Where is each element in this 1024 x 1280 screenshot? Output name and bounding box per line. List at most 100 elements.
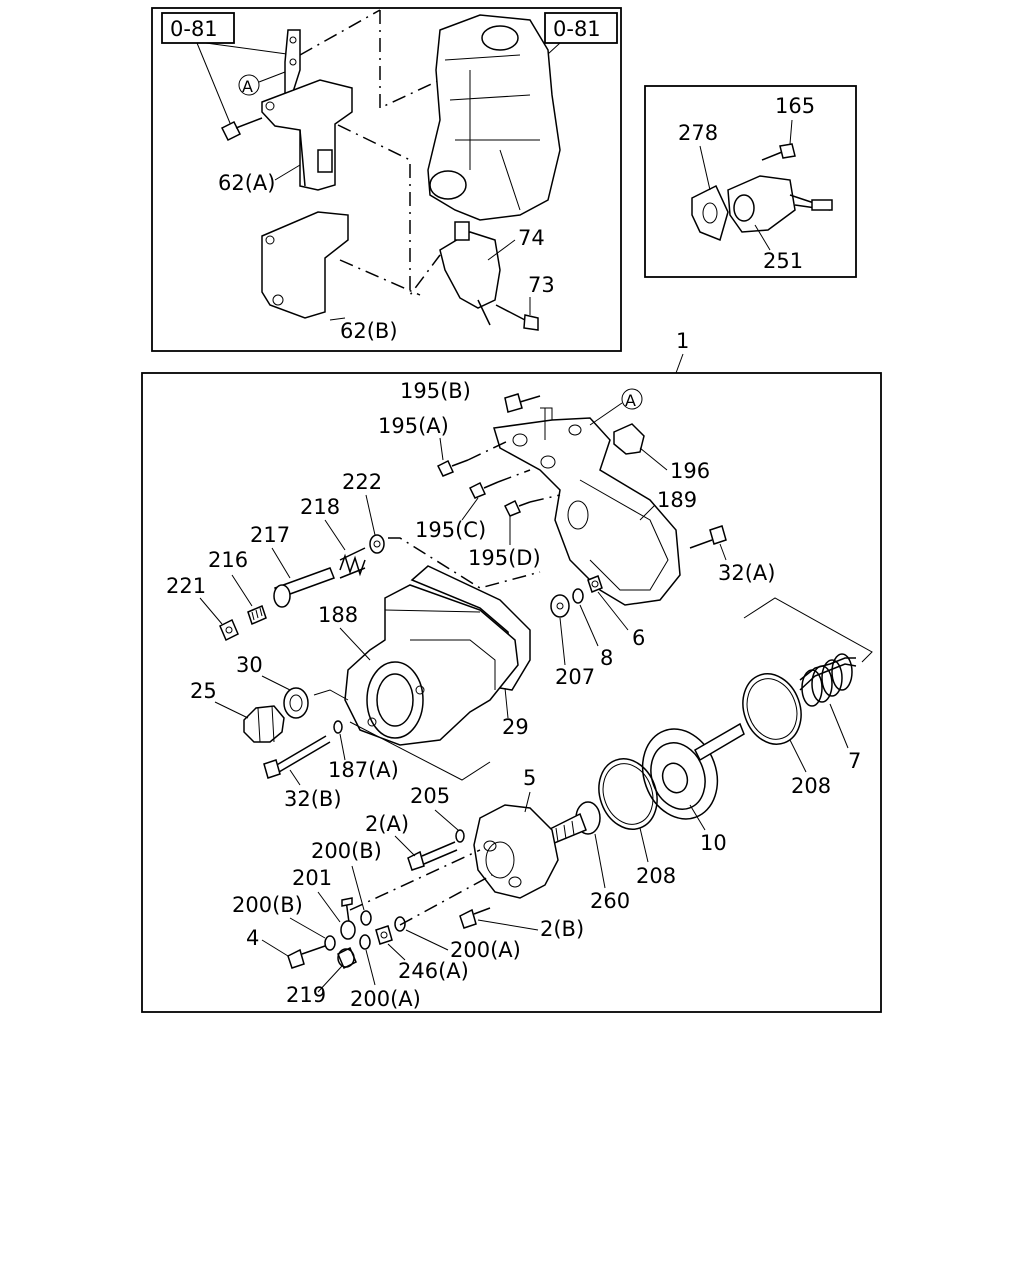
label-2a: 2(A)	[365, 812, 409, 836]
bracket-189	[493, 417, 681, 606]
cap-219	[337, 946, 357, 970]
label-208a: 208	[791, 774, 831, 798]
washer-200a-upper	[394, 916, 406, 932]
nut-221	[219, 618, 239, 642]
ring-205	[455, 829, 465, 843]
gasket-29	[410, 565, 531, 691]
bracket-plate-top	[284, 29, 301, 96]
oring-196	[613, 423, 645, 455]
bolt-165	[761, 143, 796, 161]
label-201: 201	[292, 866, 332, 890]
bracket-62b	[261, 211, 349, 319]
label-25: 25	[190, 679, 217, 703]
bolt-195b	[504, 393, 541, 413]
label-246a: 246(A)	[398, 959, 469, 983]
diaphragm-10	[641, 722, 745, 820]
label-62a: 62(A)	[218, 171, 275, 195]
inset-top-right-frame	[644, 85, 857, 278]
label-216: 216	[208, 548, 248, 572]
label-200a-2: 200(A)	[350, 987, 421, 1011]
svg-text:A: A	[242, 77, 253, 96]
label-10: 10	[700, 831, 727, 855]
oring-208-right	[742, 673, 802, 745]
washer-8	[572, 588, 584, 604]
bolt-2a	[407, 841, 458, 871]
ref-box-left: 0-81	[161, 12, 235, 44]
label-187a: 187(A)	[328, 758, 399, 782]
label-6: 6	[632, 626, 645, 650]
label-221: 221	[166, 574, 206, 598]
oring-208-middle	[598, 758, 658, 830]
ref-label-right: 0-81	[553, 17, 601, 41]
label-74: 74	[518, 226, 545, 250]
valve-201	[340, 897, 356, 940]
label-29: 29	[502, 715, 529, 739]
bolt-left	[220, 117, 263, 142]
washer-200b-lower	[324, 935, 336, 951]
label-4: 4	[246, 926, 259, 950]
label-208b: 208	[636, 864, 676, 888]
svg-text:A: A	[625, 391, 636, 410]
washer-200b-upper	[360, 910, 372, 926]
spring-218	[339, 547, 366, 579]
label-30: 30	[236, 653, 263, 677]
label-196: 196	[670, 459, 710, 483]
label-62b: 62(B)	[340, 319, 398, 343]
bolt-32a	[689, 525, 727, 549]
label-189: 189	[657, 488, 697, 512]
washer-207	[550, 594, 570, 618]
spring-7	[799, 653, 857, 707]
ref-box-right: 0-81	[544, 12, 618, 44]
bolt-4	[287, 945, 326, 969]
label-219: 219	[286, 983, 326, 1007]
nut-6	[587, 575, 603, 593]
label-200b-2: 200(B)	[232, 893, 303, 917]
label-200a-1: 200(A)	[450, 938, 521, 962]
main-assembly-frame	[141, 372, 882, 1013]
housing-188	[344, 584, 519, 746]
screw-216	[247, 604, 267, 626]
label-195b: 195(B)	[400, 379, 471, 403]
bolt-195a	[436, 459, 469, 477]
inset-top-left-frame	[151, 7, 622, 352]
spring-7-leader-bracket	[743, 597, 873, 663]
cover-5	[473, 804, 559, 899]
label-165: 165	[775, 94, 815, 118]
label-200b-1: 200(B)	[311, 839, 382, 863]
label-195c: 195(C)	[415, 518, 486, 542]
injection-pump-housing	[427, 14, 561, 221]
bolt-2b	[459, 907, 491, 929]
bolt-195c	[468, 481, 499, 499]
label-188: 188	[318, 603, 358, 627]
label-195d: 195(D)	[468, 546, 541, 570]
washer-222	[369, 534, 385, 554]
piston-260	[547, 801, 601, 846]
label-217: 217	[250, 523, 290, 547]
label-5: 5	[523, 766, 536, 790]
label-278: 278	[678, 121, 718, 145]
plug-25	[243, 705, 285, 743]
label-195a: 195(A)	[378, 414, 449, 438]
label-32b: 32(B)	[284, 787, 342, 811]
sensor-251	[727, 175, 833, 233]
label-207: 207	[555, 665, 595, 689]
bracket-62a	[261, 79, 353, 191]
bolt-73	[495, 304, 539, 331]
solenoid-74	[439, 221, 501, 326]
gasket-278	[691, 184, 729, 242]
callout-a-main: A	[589, 388, 643, 426]
bolt-195d	[503, 499, 531, 517]
label-251: 251	[763, 249, 803, 273]
label-8: 8	[600, 646, 613, 670]
label-7: 7	[848, 749, 861, 773]
bolt-32b	[263, 735, 331, 779]
label-32a: 32(A)	[718, 561, 775, 585]
label-73: 73	[528, 273, 555, 297]
label-260: 260	[590, 889, 630, 913]
ref-label-left: 0-81	[170, 17, 218, 41]
washer-30	[283, 687, 309, 719]
ring-187a	[333, 720, 343, 734]
label-205: 205	[410, 784, 450, 808]
label-218: 218	[300, 495, 340, 519]
